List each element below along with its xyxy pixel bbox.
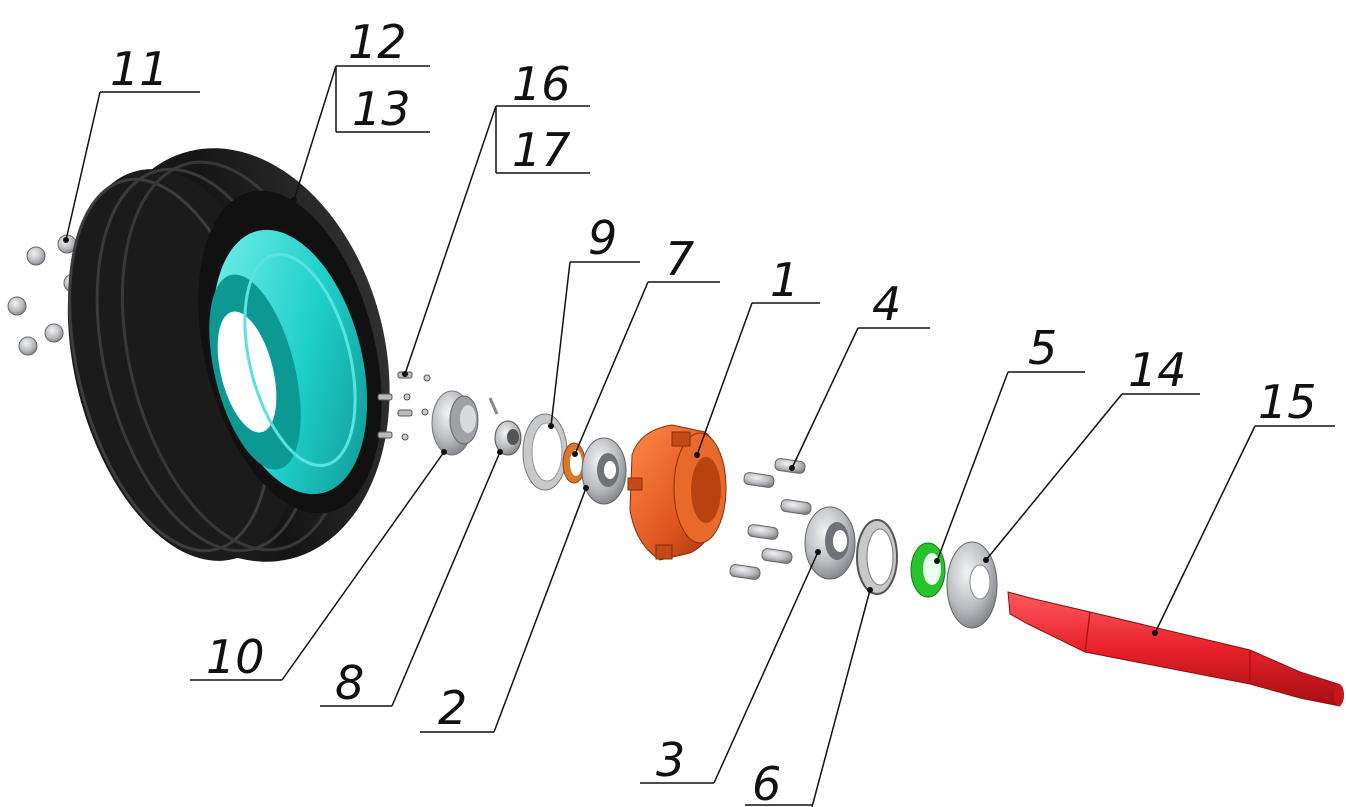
callout-16-17: 16 17	[402, 57, 590, 377]
label-6: 6	[752, 757, 781, 807]
callout-7: 7	[572, 232, 720, 457]
callout-14: 14	[983, 343, 1200, 563]
label-2: 2	[438, 681, 467, 735]
bearing-part-2	[581, 437, 627, 505]
wheel-studs-part-4	[729, 458, 812, 580]
callout-9: 9	[548, 211, 640, 429]
label-14: 14	[1128, 343, 1187, 397]
callout-15: 15	[1152, 375, 1335, 636]
callout-6: 6	[745, 587, 873, 807]
castle-nut-part-8	[494, 420, 522, 456]
washer-part-14	[946, 541, 998, 629]
callout-11: 11	[63, 42, 200, 243]
callout-8: 8	[320, 449, 503, 710]
hub-part-1	[627, 424, 727, 561]
label-15: 15	[1258, 375, 1317, 429]
callout-3: 3	[640, 549, 821, 787]
callout-2: 2	[420, 485, 589, 735]
label-7: 7	[665, 232, 694, 286]
seal-ring-part-7	[562, 442, 586, 484]
label-10: 10	[206, 630, 265, 684]
seal-part-5	[910, 542, 946, 598]
cotter-pin	[488, 397, 499, 415]
hub-cap-part-10	[431, 390, 479, 456]
label-3: 3	[656, 733, 685, 787]
bearing-part-3	[804, 506, 856, 580]
callout-10: 10	[190, 449, 447, 684]
label-8: 8	[335, 656, 364, 710]
callout-5: 5	[934, 321, 1085, 564]
label-13: 13	[352, 82, 411, 136]
label-12: 12	[348, 15, 407, 69]
label-17: 17	[512, 123, 571, 177]
callout-1: 1	[694, 253, 820, 458]
axle-part-15	[1007, 591, 1344, 707]
label-5: 5	[1028, 321, 1057, 375]
lock-washer-part-9	[522, 413, 568, 491]
label-11: 11	[110, 42, 169, 96]
label-4: 4	[872, 277, 901, 331]
callout-4: 4	[789, 277, 930, 471]
callout-12-13: 12 13	[291, 15, 430, 203]
ring-part-6	[856, 519, 898, 595]
label-16: 16	[512, 57, 571, 111]
label-9: 9	[588, 211, 617, 265]
label-1: 1	[770, 253, 799, 307]
wheel-rim-part-13	[209, 229, 368, 495]
